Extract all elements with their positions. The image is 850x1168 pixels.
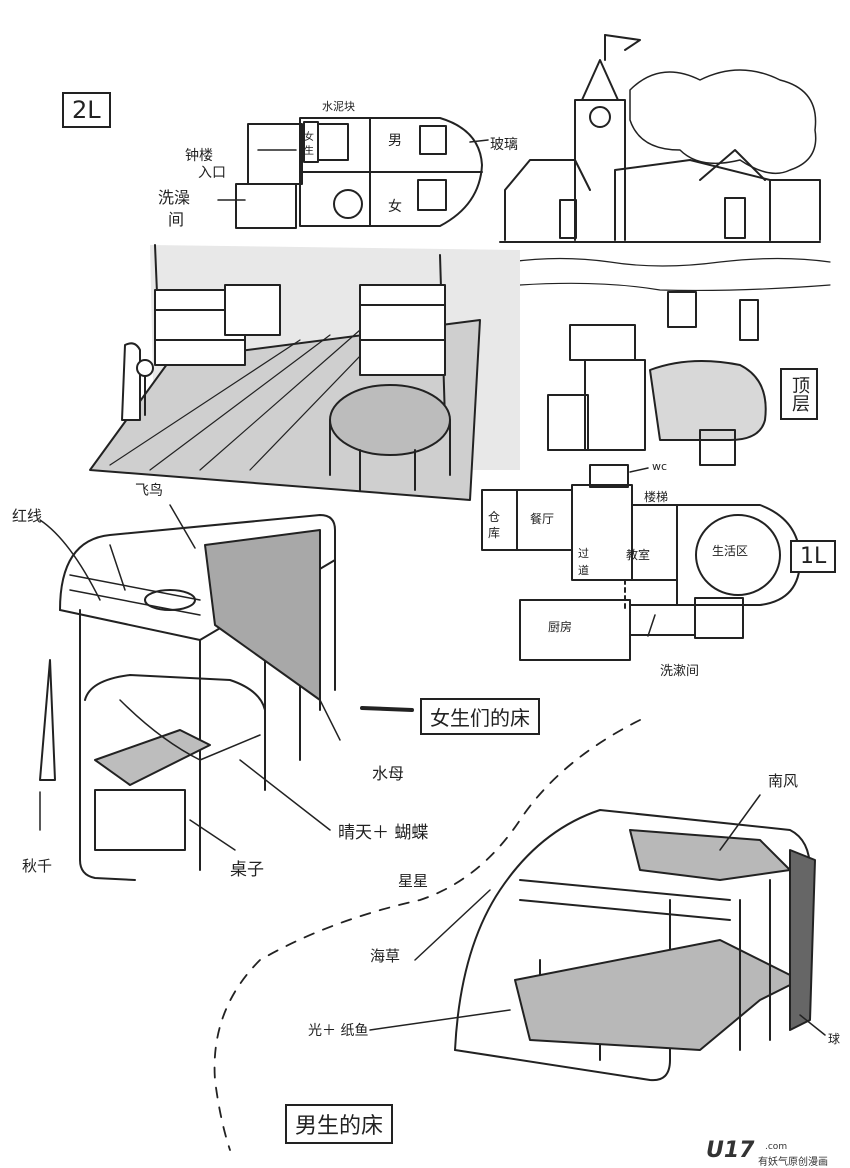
floor-label-2f: 2L	[62, 92, 111, 128]
plan-1f-living: 生活区	[712, 544, 749, 558]
girls-bed-table: 桌子	[230, 860, 264, 880]
boys-bed-title: 男生的床	[285, 1104, 394, 1144]
girls-bed-title: 女生们的床	[420, 698, 540, 735]
boys-bed-drawing	[454, 809, 816, 1082]
plan-1f-corridor-a: 过	[578, 547, 589, 560]
watermark-com: .com	[765, 1142, 788, 1152]
boys-bed-ball: 球	[828, 1032, 841, 1046]
floor-label-1f: 1L	[790, 540, 837, 573]
plan-top-drawing	[547, 291, 767, 466]
boys-bed-light-fish: 光＋ 纸鱼	[308, 1023, 369, 1039]
girls-bed-drawing	[39, 514, 336, 881]
plan-2f-glass: 玻璃	[490, 137, 518, 153]
plan-2f-clock-entry-a: 钟楼	[185, 148, 213, 164]
annotation-arrows	[39, 139, 826, 1151]
boys-bed-star: 星星	[398, 872, 429, 890]
plan-2f-drawing	[235, 117, 483, 229]
plan-2f-bath-a: 洗澡	[158, 188, 191, 207]
plan-2f-clock-entry-b: 入口	[198, 165, 226, 181]
plan-2f-sink: 水泥块	[322, 100, 355, 113]
plan-1f-classroom: 教室	[626, 548, 651, 562]
girls-bed-plane: 飞鸟	[135, 483, 163, 499]
plan-2f-bath-b: 间	[168, 210, 185, 229]
plan-2f-boy-room: 男	[388, 133, 402, 149]
boys-bed-south-wind: 南风	[768, 772, 799, 790]
boys-bed-seaweed: 海草	[370, 947, 401, 965]
girls-bed-jellyfish: 水母	[372, 764, 405, 783]
plan-1f-washroom: 洗漱间	[660, 664, 700, 679]
dorm-interior-drawing	[89, 244, 520, 501]
plan-1f-corridor-b: 道	[578, 564, 589, 577]
plan-1f-storage-a: 仓	[488, 510, 501, 524]
plan-1f-wc: wc	[652, 460, 668, 473]
plan-1f-kitchen: 厨房	[548, 620, 573, 634]
plan-1f-stairs: 楼梯	[644, 490, 669, 504]
floor-label-top: 顶层	[780, 368, 818, 420]
plan-2f-girl-room: 女	[388, 199, 402, 215]
plan-1f-dining: 餐厅	[530, 512, 555, 526]
plan-2f-girl-b: 生	[304, 146, 314, 157]
building-drawing	[499, 34, 831, 292]
girls-bed-sunny-butterfly: 晴天＋ 蝴蝶	[338, 823, 429, 843]
plan-2f-girl-a: 女	[304, 132, 314, 143]
girls-bed-red-line: 红线	[12, 507, 43, 525]
watermark-logo: U17	[706, 1138, 755, 1163]
girls-bed-swing: 秋千	[22, 857, 53, 875]
plan-1f-storage-b: 库	[488, 526, 501, 540]
watermark-tagline: 有妖气原创漫画	[758, 1157, 828, 1168]
